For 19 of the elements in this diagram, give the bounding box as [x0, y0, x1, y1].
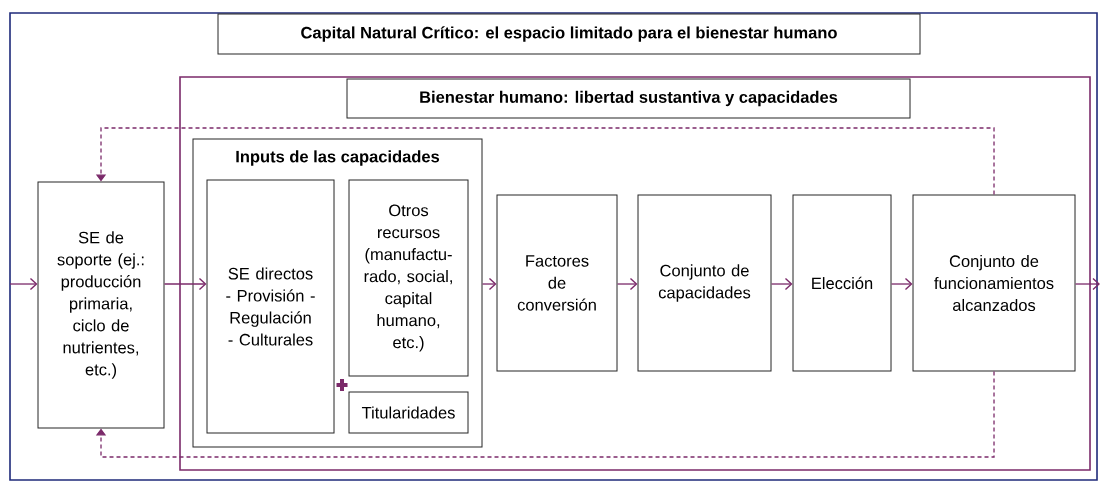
group-heading: Inputs de las capacidades [236, 150, 440, 166]
process-box: Factores de conversión [496, 194, 618, 372]
process-box: SE directos - Provisión - Regulación - Culturales [206, 179, 335, 434]
arrow [9, 277, 38, 291]
process-box: Otros recursos (manufactu-rado, social, capital humano, etc.) [348, 179, 469, 377]
arrow [1074, 277, 1100, 291]
arrow [163, 277, 207, 291]
process-box: Conjunto de capacidades [637, 194, 772, 372]
process-box: Elección [792, 194, 892, 372]
title-box: Bienestar humano: libertad sustantiva y capacidades [346, 78, 911, 119]
arrow [770, 277, 793, 291]
process-box: Conjunto de funcionamientos alcanzados [912, 194, 1076, 372]
title-box: Capital Natural Crítico: el espacio limitado para el bienestar humano [217, 13, 921, 55]
arrow [481, 277, 497, 291]
arrow [616, 277, 638, 291]
process-box: Titularidades [348, 391, 469, 434]
process-box: SE de soporte (ej.: producción primaria, ciclo de nutrientes, etc.) [37, 181, 165, 429]
arrow [890, 277, 913, 291]
arrow [95, 370, 995, 458]
